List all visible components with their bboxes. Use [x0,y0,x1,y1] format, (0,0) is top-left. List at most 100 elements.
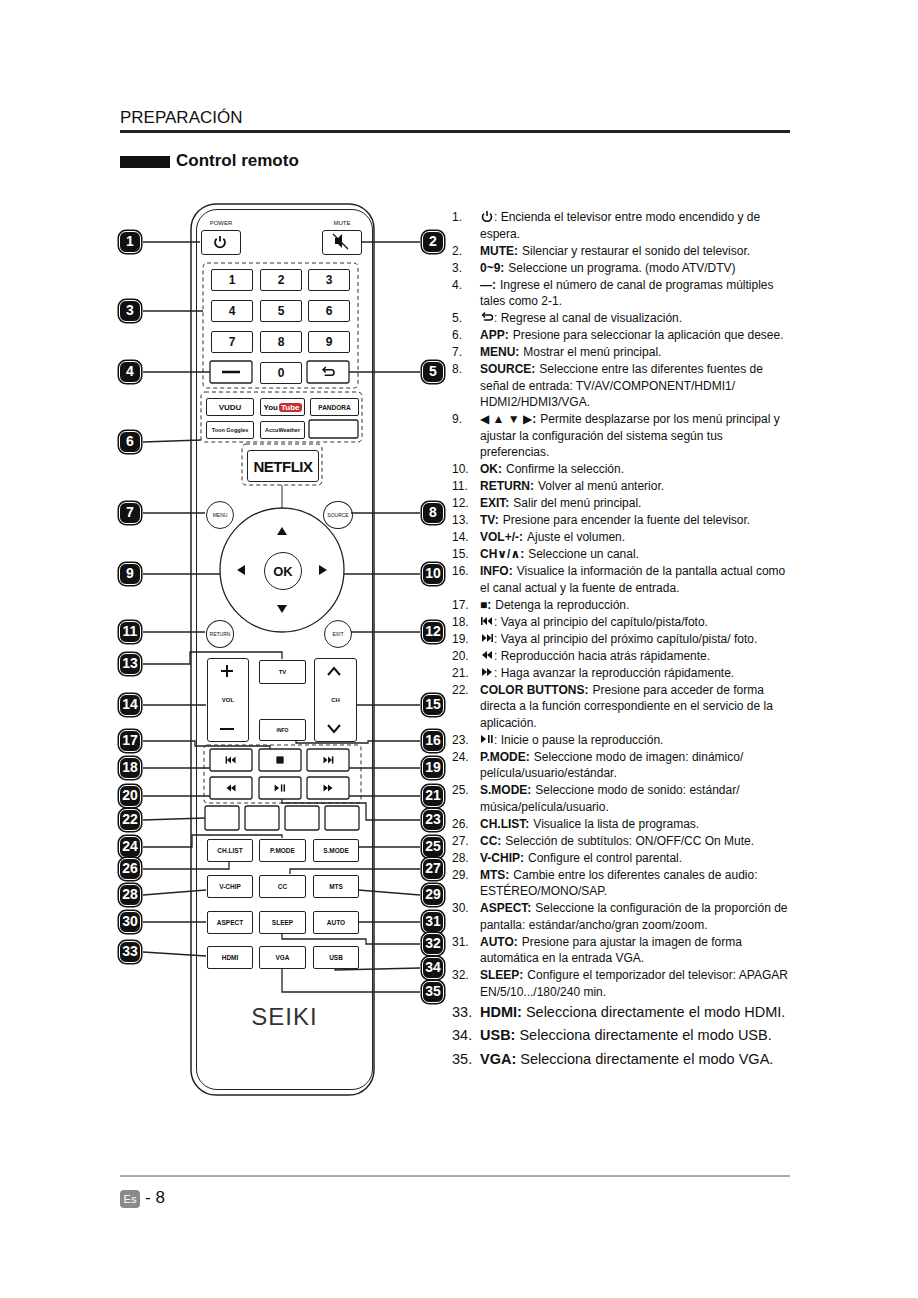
item-description: Volver al menú anterior. [538,479,664,493]
language-badge: Es [120,1190,140,1208]
item-text: USB:Selecciona directamente el modo USB. [480,1024,790,1047]
list-item: 25.S.MODE:Seleccione modo de sonido: est… [452,782,790,815]
leader-line [143,767,210,768]
item-key: SLEEP: [480,968,523,982]
item-number: 5. [452,310,480,327]
button-label: 6 [326,304,333,318]
power-icon [215,236,225,247]
item-text: ◀ ▲ ▼ ▶:Permite desplazarse por los menú… [480,411,790,461]
leader-line [349,371,420,372]
item-text: MTS:Cambie entre los diferentes canales … [480,867,790,900]
item-key: MUTE: [480,244,518,258]
dash-symbol [222,371,240,374]
leader-line [143,241,200,242]
page-title: Control remoto [176,151,299,171]
callout-number: 31 [422,911,444,933]
button-label: MTS [329,883,343,890]
remote-button: POWER [201,230,241,255]
button-label: V-CHIP [219,883,241,890]
item-number: 33. [452,1001,480,1024]
remote-button: ASPECT [207,911,253,934]
item-number: 22. [452,682,480,732]
remote-button: V-CHIP [207,875,253,898]
remote-button: 6 [308,300,350,322]
item-text: —:Ingrese el número de canal de programa… [480,277,790,310]
callout-number: 24 [119,836,141,858]
item-key: ◀ ▲ ▼ ▶: [480,412,536,426]
list-item: 18.: Vaya al principio del capítulo/pist… [452,614,790,631]
item-text: EXIT:Salir del menú principal. [480,495,790,512]
item-description: Ingrese el número de canal de programas … [480,278,773,309]
item-number: 26. [452,816,480,833]
remote-button: USB [313,946,359,969]
remote-button: INFO [259,719,306,741]
button-label: PANDORA [318,404,350,411]
item-number: 29. [452,867,480,900]
button-groups [201,263,362,803]
leader-line [143,310,203,311]
list-item: 33.HDMI:Selecciona directamente el modo … [452,1001,790,1024]
button-label: 8 [278,335,285,349]
item-number: 17. [452,597,480,614]
remote-button: 8 [260,331,302,353]
remote-button: Toon Goggles [206,421,254,439]
leader-line [143,371,210,372]
button-label: MENU [213,512,228,518]
item-key: MTS: [480,868,509,882]
leader-line [358,890,420,895]
header-rule [120,130,790,133]
item-key: 0~9: [480,261,504,275]
title-bar [120,156,170,168]
description-list: 1.: Encienda el televisor entre modo enc… [452,209,790,1071]
item-number: 24. [452,749,480,782]
button-label: P.MODE [270,847,295,854]
remote-button: AccuWeather [260,421,305,439]
remote-outline [191,204,374,1095]
list-item: 35.VGA:Selecciona directamente el modo V… [452,1048,790,1071]
mute-icon [333,234,348,249]
button-label: CH [331,697,340,703]
item-text: : Reproducción hacia atrás rápidamente. [480,648,790,665]
item-description: Selecciona directamente el modo VGA. [520,1051,773,1067]
item-text: APP:Presione para seleccionar la aplicac… [480,327,790,344]
item-description: : Inicie o pause la reproducción. [494,733,663,747]
list-item: 4.—:Ingrese el número de canal de progra… [452,277,790,310]
item-key: CH.LIST: [480,817,529,831]
remote-button: VOL [207,658,249,742]
leader-line [351,512,420,513]
callout-number: 18 [119,757,141,779]
item-text: AUTO:Presione para ajustar la imagen de … [480,934,790,967]
item-description: Selecciona directamente el modo USB. [519,1027,771,1043]
item-description: Ajuste el volumen. [527,530,625,544]
item-description: Presione para encender la fuente del tel… [503,513,751,527]
button-label: MUTE [334,220,351,226]
item-key: VOL+/-: [480,530,523,544]
callout-number: 10 [422,563,444,585]
list-item: 15.CH∨/∧:Seleccione un canal. [452,546,790,563]
pp-icon [275,784,285,791]
callout-number: 21 [422,785,444,807]
callout-number: 4 [119,361,141,383]
leader-line [349,795,420,796]
callout-number: 23 [422,809,444,831]
item-number: 28. [452,850,480,867]
item-description: Confirme la selección. [506,462,624,476]
remote-button: 1 [211,269,253,291]
item-description: Selecciona directamente el modo HDMI. [526,1004,786,1020]
leader-line [344,573,420,574]
item-text: SOURCE:Seleccione entre las diferentes f… [480,361,790,411]
item-description: Visualice la lista de programas. [533,817,699,831]
prev-icon [226,756,236,763]
remote-button: CH [314,658,357,742]
item-number: 8. [452,361,480,411]
list-item: 10.OK:Confirme la selección. [452,461,790,478]
list-item: 1.: Encienda el televisor entre modo enc… [452,209,790,242]
ret-icon [323,367,334,375]
item-number: 3. [452,260,480,277]
callout-number: 15 [422,694,444,716]
list-item: 2.MUTE:Silenciar y restaurar el sonido d… [452,243,790,260]
button-label: CH.LIST [217,847,242,854]
remote-button: RETURN [206,620,235,648]
remote-button: SOURCE [323,501,352,529]
nav-arrows [237,527,327,613]
